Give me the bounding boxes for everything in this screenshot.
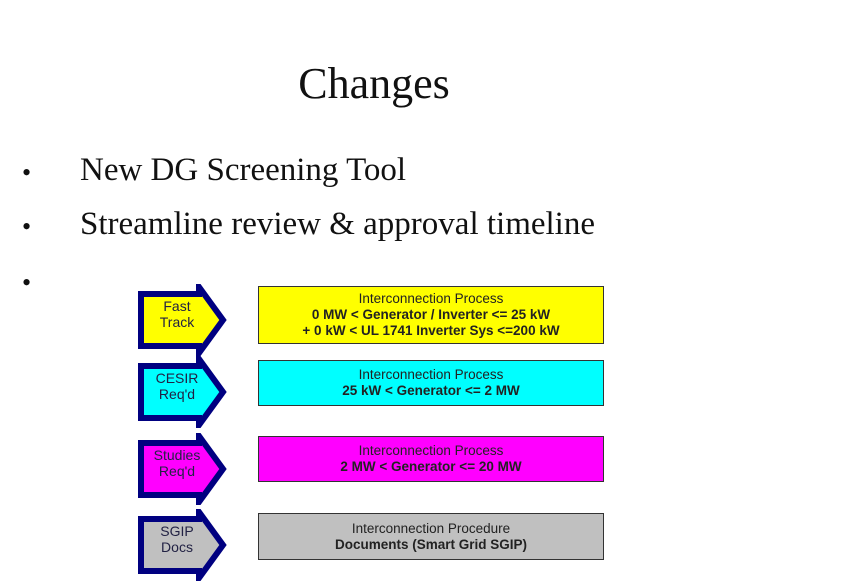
sgip-arrow: SGIP Docs xyxy=(137,509,227,581)
bullet-text: New DG Screening Tool xyxy=(80,152,407,188)
arrow-label: CESIR Req'd xyxy=(147,370,207,402)
arrow-shape xyxy=(138,356,227,428)
process-heading: Interconnection Process xyxy=(358,443,504,458)
process-detail: + 0 kW < UL 1741 Inverter Sys <=200 kW xyxy=(302,323,560,338)
arrow-label-line: SGIP xyxy=(160,523,194,539)
bullet-text: Streamline review & approval timeline xyxy=(80,206,595,242)
arrow-label-line: Track xyxy=(159,314,195,330)
cesir-process-box: Interconnection Process 25 kW < Generato… xyxy=(258,360,604,406)
slide-title: Changes xyxy=(298,59,450,108)
arrow-label: SGIP Docs xyxy=(147,523,207,555)
arrow-label-line: Req'd xyxy=(158,463,196,479)
arrow-label-line: Docs xyxy=(161,539,193,555)
arrow-label-line: Fast xyxy=(163,298,191,314)
bullet-dot: • xyxy=(22,212,32,241)
process-detail: Documents (Smart Grid SGIP) xyxy=(334,536,528,552)
arrow-shape xyxy=(138,433,227,505)
arrow-shape xyxy=(138,284,227,356)
bullet-dot: • xyxy=(22,158,32,187)
process-detail: 25 kW < Generator <= 2 MW xyxy=(342,383,520,398)
arrow-label-line: Req'd xyxy=(158,386,196,402)
process-heading: Interconnection Process xyxy=(358,291,504,306)
arrow-label-line: Studies xyxy=(153,447,201,463)
process-detail: 2 MW < Generator <= 20 MW xyxy=(340,459,522,474)
process-heading: Interconnection Process xyxy=(358,367,504,382)
bullet-dot: • xyxy=(22,268,32,297)
arrow-shape xyxy=(138,509,227,581)
studies-arrow: Studies Req'd xyxy=(137,433,227,505)
process-detail: 0 MW < Generator / Inverter <= 25 kW xyxy=(311,307,551,322)
sgip-process-box: Interconnection Procedure Documents (Sma… xyxy=(258,513,604,560)
process-heading: Interconnection Procedure xyxy=(351,520,511,536)
arrow-label: Studies Req'd xyxy=(147,447,207,479)
fast-track-process-box: Interconnection Process 0 MW < Generator… xyxy=(258,286,604,344)
studies-process-box: Interconnection Process 2 MW < Generator… xyxy=(258,436,604,482)
arrow-label: Fast Track xyxy=(147,298,207,330)
arrow-label-line: CESIR xyxy=(155,370,199,386)
cesir-arrow: CESIR Req'd xyxy=(137,356,227,428)
fast-track-arrow: Fast Track xyxy=(137,284,227,356)
